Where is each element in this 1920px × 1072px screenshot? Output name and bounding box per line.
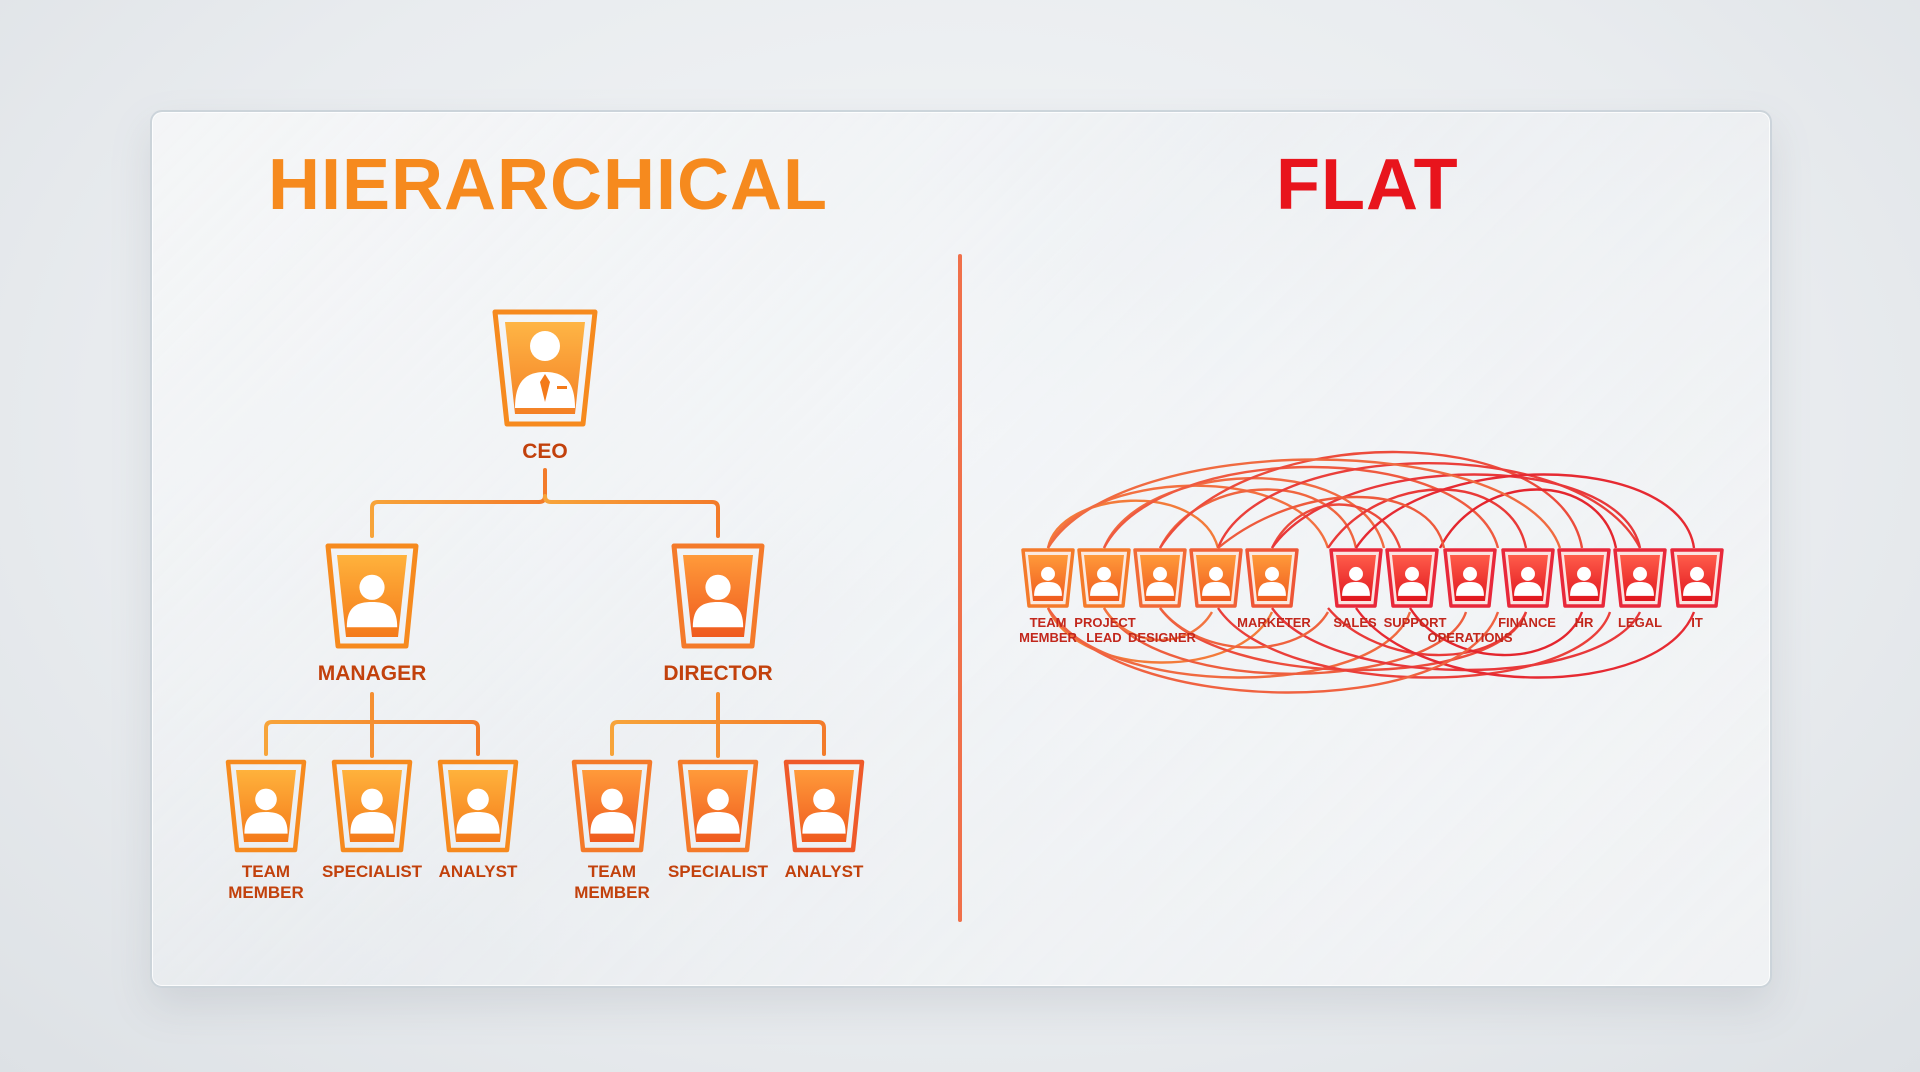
manager-team-member-node	[225, 759, 307, 853]
label-director-team: TEAM	[588, 862, 636, 881]
manager-analyst-node	[437, 759, 519, 853]
director-team-member-node	[571, 759, 653, 853]
label-director-specialist: SPECIALIST	[668, 862, 769, 881]
label-director-analyst: ANALYST	[785, 862, 864, 881]
flat-label-support: SUPPORT	[1384, 615, 1447, 630]
flat-node-marketer	[1245, 548, 1299, 608]
flat-node-operations	[1443, 548, 1497, 608]
flat-node-hr	[1557, 548, 1611, 608]
label-manager-member: MEMBER	[228, 883, 304, 902]
label-manager-specialist: SPECIALIST	[322, 862, 423, 881]
flat-label-member: MEMBER	[1019, 630, 1077, 645]
flat-node-designer	[1133, 548, 1187, 608]
flat-label-legal: LEGAL	[1618, 615, 1662, 630]
flat-node-it	[1670, 548, 1724, 608]
ceo-node	[492, 309, 598, 427]
label-manager-analyst: ANALYST	[439, 862, 518, 881]
manager-node	[325, 543, 419, 649]
flat-nodes	[1021, 548, 1724, 608]
flat-node-sales	[1329, 548, 1383, 608]
director-node	[671, 543, 765, 649]
flat-label-finance: FINANCE	[1498, 615, 1556, 630]
label-director: DIRECTOR	[663, 662, 772, 685]
flat-label-operations: OPERATIONS	[1428, 630, 1513, 645]
flat-label-lead: LEAD	[1086, 630, 1121, 645]
director-specialist-node	[677, 759, 759, 853]
flat-label-designer: DESIGNER	[1128, 630, 1197, 645]
label-director-member: MEMBER	[574, 883, 650, 902]
flat-label-sales: SALES	[1333, 615, 1377, 630]
flat-label-team: TEAM	[1030, 615, 1067, 630]
flat-label-hr: HR	[1575, 615, 1594, 630]
flat-title: FLAT	[1276, 145, 1459, 225]
flat-node-legal	[1613, 548, 1667, 608]
flat-label-project: PROJECT	[1074, 615, 1135, 630]
flat-connections	[1046, 450, 1696, 694]
flat-node-project-lead	[1077, 548, 1131, 608]
hierarchical-title: HIERARCHICAL	[268, 145, 828, 225]
director-analyst-node	[783, 759, 865, 853]
label-manager: MANAGER	[318, 662, 427, 685]
hierarchy-connectors	[264, 468, 826, 758]
label-manager-team: TEAM	[242, 862, 290, 881]
flat-node-support	[1385, 548, 1439, 608]
flat-label-marketer: MARKETER	[1237, 615, 1311, 630]
tie-icon	[540, 374, 550, 402]
flat-node-team-member	[1021, 548, 1075, 608]
manager-specialist-node	[331, 759, 413, 853]
label-ceo: CEO	[522, 440, 568, 463]
flat-node-designer-2	[1189, 548, 1243, 608]
flat-node-finance	[1501, 548, 1555, 608]
flat-label-it: IT	[1691, 615, 1703, 630]
